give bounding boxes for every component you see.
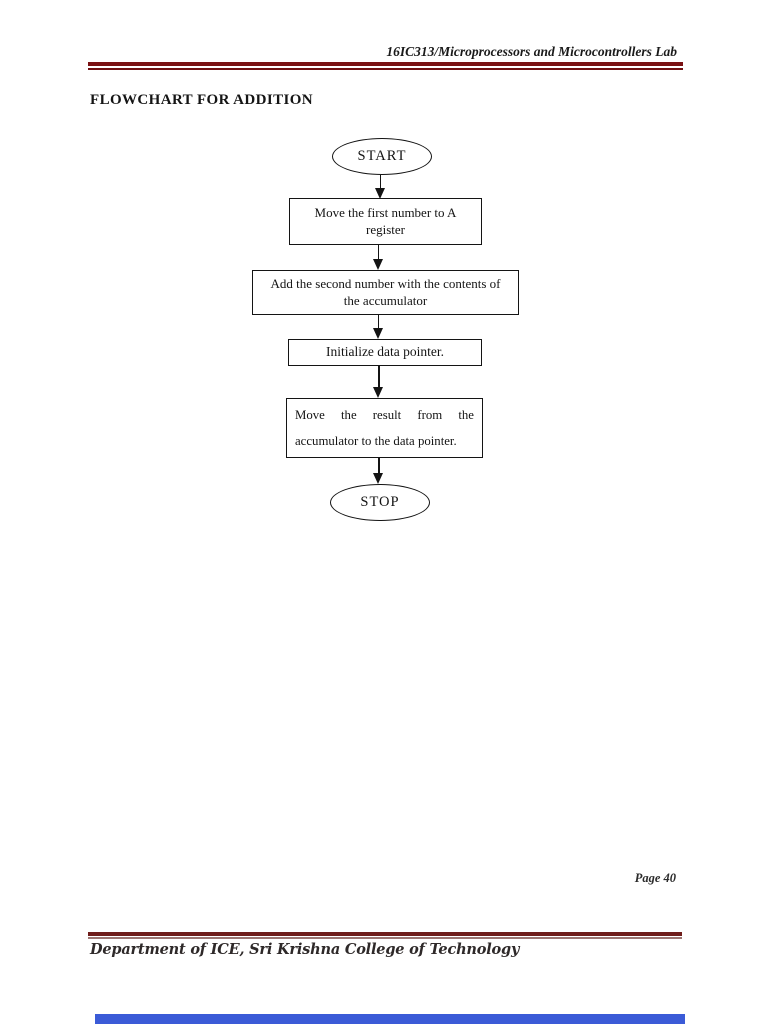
header-rule-thin-line — [88, 67, 683, 70]
flow-arrow-head — [373, 387, 383, 398]
footer-rule — [88, 932, 682, 939]
process-text-line: Add the second number with the contents … — [270, 276, 501, 291]
flow-arrow-head — [374, 188, 385, 199]
start-label: START — [357, 148, 407, 164]
page-number: Page 40 — [634, 871, 676, 885]
footer-rule-thin-line — [88, 937, 682, 939]
process-box-move-result: Move the result from the accumulator to … — [286, 398, 483, 458]
process-box-add-second-number: Add the second number with the contents … — [252, 270, 519, 315]
stop-terminal: STOP — [330, 484, 430, 521]
flow-arrow-shaft — [378, 458, 380, 474]
flow-arrow-head — [373, 473, 383, 484]
flow-arrow-shaft — [377, 245, 379, 260]
header-rule-thick-line — [88, 62, 683, 66]
header-course-title: 16IC313/Microprocessors and Microcontrol… — [386, 44, 677, 59]
footer-rule-thick-line — [88, 932, 682, 936]
header-rule — [88, 62, 683, 70]
start-terminal: START — [332, 138, 432, 175]
flow-arrow-head — [372, 259, 383, 270]
stop-label: STOP — [360, 494, 400, 510]
process-text-line: accumulator to the data pointer. — [295, 434, 457, 448]
flow-arrow-shaft — [378, 366, 380, 388]
flow-arrow-shaft — [377, 315, 379, 329]
process-text-line: Move the first number to A — [314, 205, 457, 220]
process-text-line: Initialize data pointer. — [325, 344, 445, 360]
process-box-move-first-number: Move the first number to A register — [289, 198, 482, 245]
page-title: FLOWCHART FOR ADDITION — [90, 92, 314, 108]
footer-department: Department of ICE, Sri Krishna College o… — [90, 941, 520, 958]
flow-arrow-shaft — [379, 175, 381, 189]
process-text-line: the accumulator — [343, 292, 428, 308]
process-text-line: Move the result from the — [295, 408, 474, 422]
process-text-line: register — [366, 221, 405, 237]
process-box-initialize-data-pointer: Initialize data pointer. — [288, 339, 482, 366]
flow-arrow-head — [372, 328, 383, 339]
page-separator-bar — [95, 1014, 685, 1024]
